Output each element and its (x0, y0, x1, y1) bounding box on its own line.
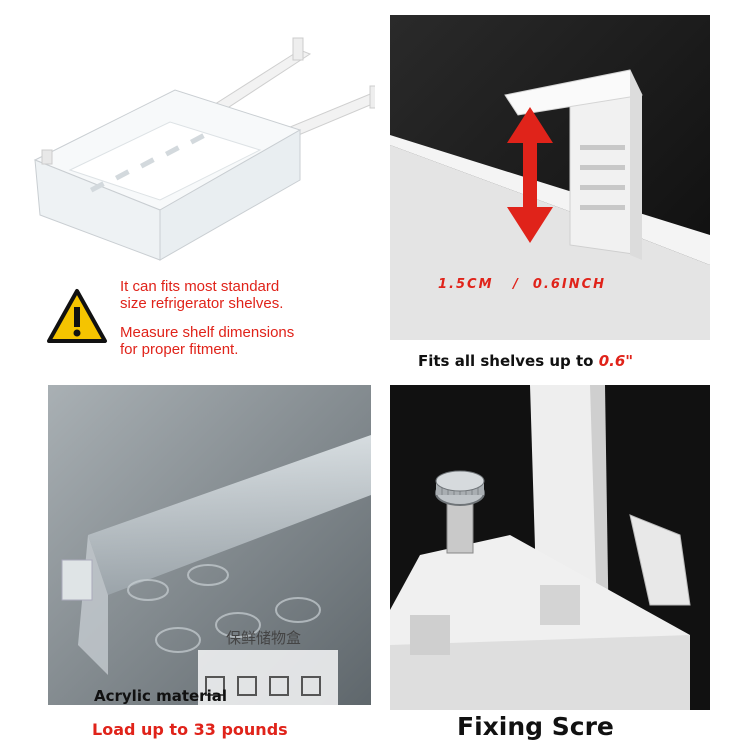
acrylic-drawer-photo: 保鲜储物盒 Acrylic material (48, 385, 371, 705)
height-arrow-icon (507, 107, 553, 243)
fits-shelves-caption: Fits all shelves up to 0.6" (418, 352, 633, 370)
dimension-label: 1.5CM / 0.6INCH (438, 277, 607, 292)
load-capacity-caption: Load up to 33 pounds (92, 720, 288, 739)
fixing-screw-photo (390, 385, 710, 710)
drawer-product-illustration (33, 37, 375, 261)
fit-warning-text: It can fits most standard size refrigera… (120, 278, 284, 312)
warning-triangle-icon (47, 289, 107, 343)
chinese-box-label: 保鲜储物盒 (226, 629, 302, 647)
fits-shelves-caption-prefix: Fits all shelves up to (418, 352, 599, 370)
measure-warning-text: Measure shelf dimensions for proper fitm… (120, 324, 295, 358)
fixing-screw-caption: Fixing Scre (457, 712, 614, 741)
clip-closeup-photo: 1.5CM / 0.6INCH (390, 15, 710, 340)
fits-shelves-caption-value: 0.6" (598, 352, 634, 370)
acrylic-material-text: Acrylic material (94, 687, 227, 705)
product-overview-panel: It can fits most standard size refrigera… (10, 10, 375, 370)
